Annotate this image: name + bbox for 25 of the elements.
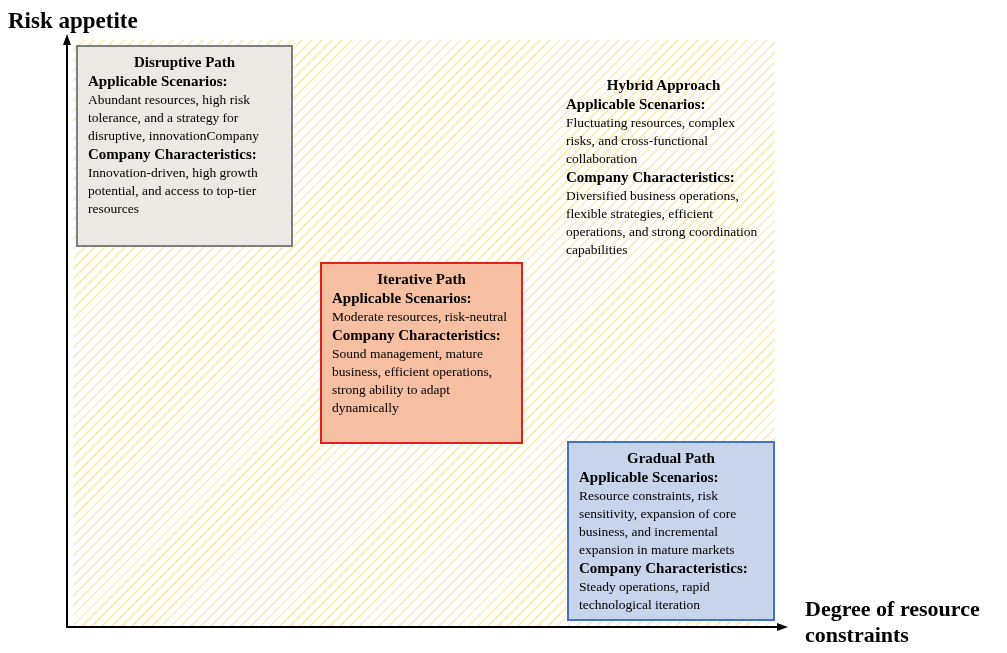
quadrant-card: [320, 262, 523, 444]
description-text: Steady operations, rapid technological iteration: [579, 578, 711, 614]
section-heading: Applicable Scenarios:: [88, 72, 229, 91]
section-heading: Applicable Scenarios:: [566, 95, 707, 114]
description-text: Moderate resources, risk-neutral: [332, 308, 509, 326]
x-axis-label: Degree of resource constraints: [805, 596, 981, 648]
description-text: Innovation-driven, high growth potential, and access to top-tier resources: [88, 164, 259, 218]
quadrant-card: [76, 45, 293, 247]
section-heading: Company Characteristics:: [579, 559, 749, 578]
card-title: Disruptive Path: [132, 53, 237, 72]
section-heading: Company Characteristics:: [332, 326, 502, 345]
section-heading: Company Characteristics:: [566, 168, 736, 187]
card-title: Hybrid Approach: [605, 76, 722, 95]
card-title: Iterative Path: [376, 270, 467, 289]
section-heading: Applicable Scenarios:: [579, 468, 720, 487]
description-text: Fluctuating resources, complex risks, and cross-functional collaboration: [566, 114, 737, 168]
quadrant-card: [567, 441, 775, 621]
section-heading: Applicable Scenarios:: [332, 289, 473, 308]
description-text: Abundant resources, high risk tolerance, and a strategy for disruptive, innovationCompany: [88, 91, 260, 145]
description-text: Sound management, mature business, efficient operations, strong ability to adapt dynamically: [332, 345, 494, 417]
section-heading: Company Characteristics:: [88, 145, 258, 164]
description-text: Resource constraints, risk sensitivity, expansion of core business, and incremental expansion in mature markets: [579, 487, 738, 559]
description-text: Diversified business operations, flexible strategies, efficient operations, and strong coordination capabilities: [566, 187, 759, 259]
y-axis-label: Risk appetite: [8, 7, 138, 35]
card-title: Gradual Path: [626, 449, 716, 468]
